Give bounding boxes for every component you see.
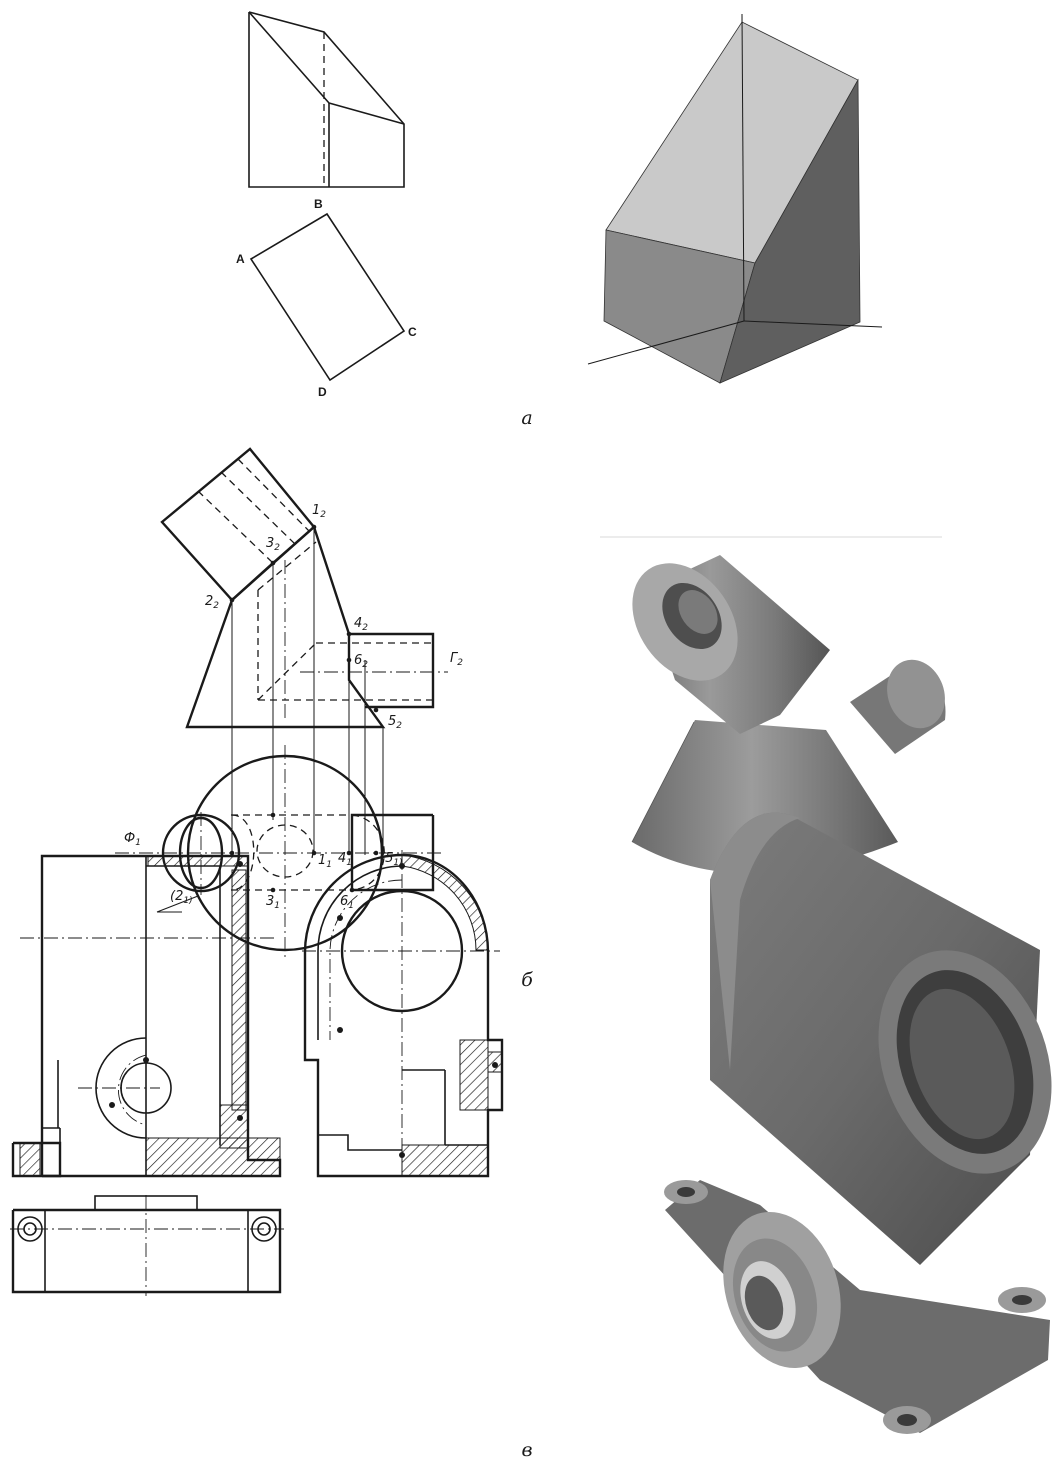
svg-text:62: 62 [354, 653, 368, 670]
caption-a: а [521, 407, 532, 429]
panel-a: A B C D а [236, 11, 883, 429]
svg-text:42: 42 [354, 616, 368, 633]
panel-c-front-section [11, 854, 282, 1178]
svg-text:Ф1: Ф1 [124, 831, 141, 848]
svg-text:22: 22 [205, 594, 219, 611]
svg-text:12: 12 [312, 503, 326, 520]
svg-text:(21): (21) [170, 889, 193, 906]
panel-a-front-view [248, 11, 405, 188]
caption-b: б [521, 969, 533, 991]
panel-c-3d-housing [664, 812, 1052, 1434]
vertex-label-b: B [314, 197, 323, 211]
panel-b-3d-model [600, 536, 946, 874]
panel-a-top-view: A B C D [236, 197, 417, 399]
panel-c-top-view [10, 1195, 284, 1296]
svg-text:41: 41 [338, 851, 352, 868]
panel-a-3d-prism [587, 13, 883, 384]
vertex-label-c: C [408, 325, 417, 339]
panel-c: в [10, 812, 1052, 1461]
vertex-label-a: A [236, 252, 245, 266]
top-view-point-markers [229, 812, 379, 893]
panel-c-side-section [302, 850, 504, 1180]
svg-text:11: 11 [318, 853, 332, 870]
svg-text:32: 32 [266, 536, 280, 553]
vertex-label-d: D [318, 385, 327, 399]
panel-b: 12 22 32 42 62 52 Г2 Ф1 11 41 (51) (21) … [115, 447, 946, 991]
panel-b-front-view [160, 447, 448, 855]
svg-text:52: 52 [388, 714, 402, 731]
svg-text:Г2: Г2 [450, 651, 463, 668]
front-view-point-markers [229, 524, 379, 713]
svg-text:61: 61 [340, 894, 354, 911]
panel-b-top-view [115, 745, 445, 960]
svg-text:31: 31 [266, 894, 280, 911]
caption-c: в [521, 1439, 532, 1461]
